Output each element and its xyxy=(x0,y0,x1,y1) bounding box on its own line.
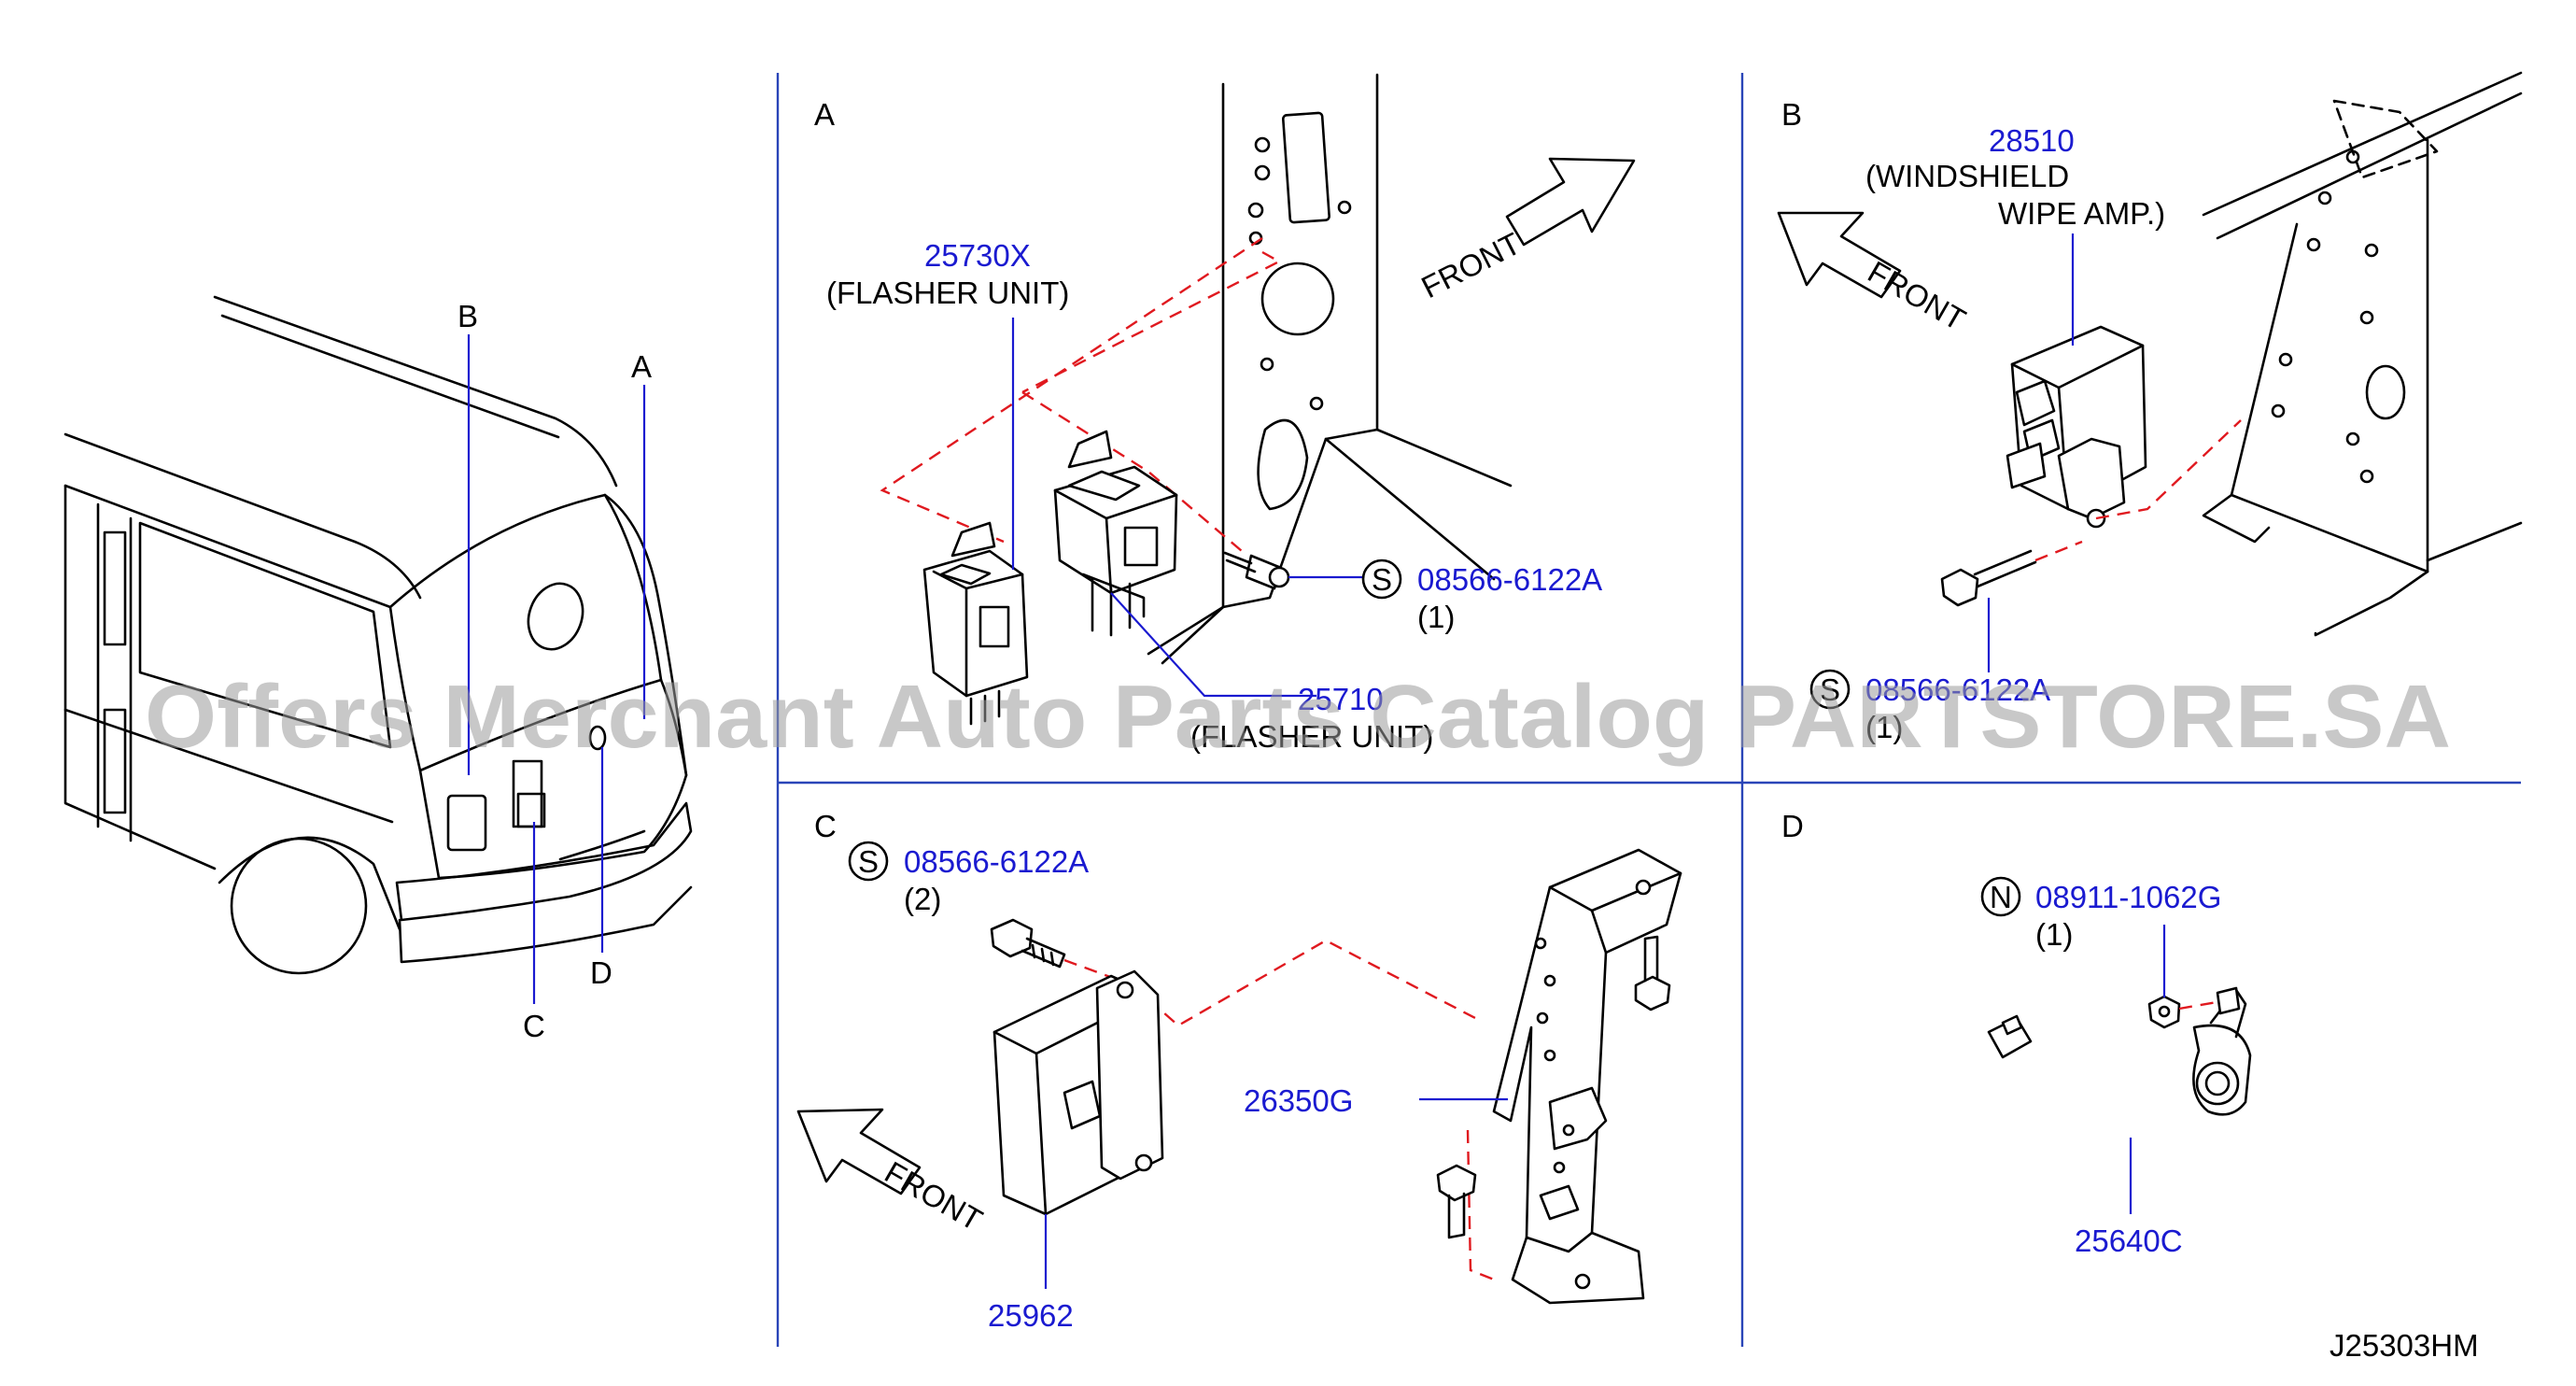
part-number-26350g: 26350G xyxy=(1244,1083,1353,1118)
fastener-d-qty: (1) xyxy=(2035,917,2073,952)
panel-a-letter: A xyxy=(814,97,835,132)
panel-c-front-label: FRONT xyxy=(880,1154,989,1238)
stud-icon xyxy=(2216,986,2241,1015)
van-illustration xyxy=(63,295,693,975)
part-number-25962: 25962 xyxy=(988,1298,1074,1333)
panel-c-letter: C xyxy=(814,809,837,843)
panel-d: D N 08911-1062G (1) 25640C xyxy=(1781,809,2252,1258)
panel-a: A FRONT xyxy=(814,73,1636,754)
part-number-25730x: 25730X xyxy=(924,238,1031,273)
part-number-25710: 25710 xyxy=(1298,682,1384,716)
fastener-a-qty: (1) xyxy=(1417,600,1455,634)
panel-b-structure xyxy=(2202,71,2523,637)
watermark-text: Offers Merchant Auto Parts Catalog PARTS… xyxy=(145,667,2451,767)
overview-callout-a: A xyxy=(631,349,652,384)
panel-d-letter: D xyxy=(1781,809,1804,843)
bracket-26350g-illustration xyxy=(1492,848,1682,1305)
panel-a-front-label: FRONT xyxy=(1415,226,1526,305)
fastener-a-number: 08566-6122A xyxy=(1417,562,1602,597)
fastener-b-number: 08566-6122A xyxy=(1865,672,2050,707)
screw-icon xyxy=(1223,551,1290,590)
fastener-c: S 08566-6122A (2) xyxy=(848,841,1089,916)
bolt-icon xyxy=(1940,549,2037,607)
fastener-b-symbol: S xyxy=(1820,672,1840,707)
flasher-unit-25730x-illustration xyxy=(922,521,1029,726)
fastener-a-symbol: S xyxy=(1372,562,1392,597)
fastener-b: S 08566-6122A (1) xyxy=(1809,669,2050,744)
fastener-c-qty: (2) xyxy=(904,882,941,916)
part-desc-25730x: (FLASHER UNIT) xyxy=(826,276,1069,310)
flasher-unit-25710-illustration xyxy=(1053,430,1178,637)
overview-callout-c: C xyxy=(523,1009,545,1043)
panel-a-structure xyxy=(1147,73,1513,665)
fastener-c-symbol: S xyxy=(858,844,879,879)
nut-icon xyxy=(2147,995,2181,1029)
bolt-icon xyxy=(1436,1164,1477,1239)
fastener-c-number: 08566-6122A xyxy=(904,844,1089,879)
panel-c: C S 08566-6122A (2) FR xyxy=(796,809,1682,1333)
fastener-a: S 08566-6122A (1) xyxy=(1361,559,1602,634)
front-arrow-icon: FRONT xyxy=(1415,157,1636,305)
wiper-amp-28510-illustration xyxy=(2006,325,2147,529)
panel-separators xyxy=(776,73,2521,1347)
part-desc-28510-line1: (WINDSHIELD xyxy=(1865,159,2069,193)
bolt-icon xyxy=(1634,935,1671,1011)
front-arrow-icon: FRONT xyxy=(1777,211,1971,337)
front-arrow-icon: FRONT xyxy=(796,1108,989,1238)
part-number-25640c: 25640C xyxy=(2075,1223,2183,1258)
part-desc-28510-line2: WIPE AMP.) xyxy=(1998,196,2165,231)
fastener-d: N 08911-1062G (1) xyxy=(1980,876,2221,952)
panel-b-letter: B xyxy=(1781,97,1802,132)
vehicle-overview: B A C D xyxy=(63,295,693,1043)
part-desc-25710: (FLASHER UNIT) xyxy=(1190,719,1433,754)
panel-b: B FRONT xyxy=(1777,71,2523,744)
fastener-d-symbol: N xyxy=(1990,880,2012,914)
fastener-b-qty: (1) xyxy=(1865,710,1903,744)
part-number-28510: 28510 xyxy=(1989,123,2075,158)
harness-25640c-illustration xyxy=(1987,988,2252,1171)
bolt-icon xyxy=(990,918,1066,969)
overview-callout-d: D xyxy=(590,955,612,990)
overview-callout-b: B xyxy=(457,299,478,333)
diagram-code: J25303HM xyxy=(2330,1328,2479,1363)
control-module-25962-illustration xyxy=(992,969,1164,1216)
fastener-d-number: 08911-1062G xyxy=(2035,880,2221,914)
